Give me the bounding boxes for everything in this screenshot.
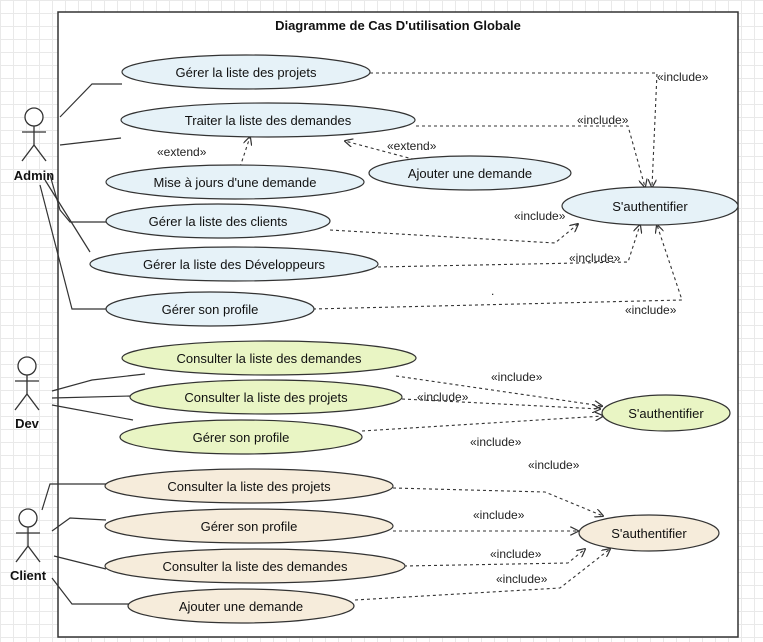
usecase-client-gerer-profile[interactable]: Gérer son profile <box>104 508 394 544</box>
svg-text:Traiter la liste des demandes: Traiter la liste des demandes <box>185 113 352 128</box>
svg-text:Gérer son profile: Gérer son profile <box>193 430 290 445</box>
actor-client[interactable] <box>15 508 41 563</box>
usecase-client-authentifier[interactable]: S'authentifier <box>578 514 720 552</box>
include-label: «include» <box>417 390 469 404</box>
usecase-dev-consulter-projets[interactable]: Consulter la liste des projets <box>129 379 403 415</box>
associations <box>39 83 146 605</box>
usecase-admin-gerer-clients[interactable]: Gérer la liste des clients <box>105 203 331 239</box>
svg-text:Consulter la liste des projet: Consulter la liste des projets <box>184 390 348 405</box>
actor-admin[interactable] <box>21 107 47 162</box>
usecase-dev-authentifier[interactable]: S'authentifier <box>601 394 731 432</box>
usecase-client-consulter-projets[interactable]: Consulter la liste des projets <box>104 468 394 504</box>
include-label: «include» <box>657 70 709 84</box>
svg-text:Consulter la liste des demand: Consulter la liste des demandes <box>163 559 348 574</box>
include-label: «include» <box>569 251 621 265</box>
usecase-admin-authentifier[interactable]: S'authentifier <box>561 186 739 226</box>
dependencies <box>239 72 683 601</box>
svg-text:S'authentifier: S'authentifier <box>612 199 688 214</box>
include-label: «include» <box>625 303 677 317</box>
diagram-title: Diagramme de Cas D'utilisation Globale <box>275 18 521 33</box>
usecase-client-ajouter-demande[interactable]: Ajouter une demande <box>127 588 355 624</box>
svg-text:Gérer la liste des projets: Gérer la liste des projets <box>176 65 317 80</box>
include-label: «include» <box>473 508 525 522</box>
include-label: «include» <box>514 209 566 223</box>
extend-label: «extend» <box>157 145 207 159</box>
usecase-admin-gerer-profile[interactable]: Gérer son profile <box>105 291 315 327</box>
usecase-dev-gerer-profile[interactable]: Gérer son profile <box>119 419 363 455</box>
include-label: «include» <box>577 113 629 127</box>
svg-text:Gérer la liste des Développeur: Gérer la liste des Développeurs <box>143 257 326 272</box>
usecase-client-consulter-demandes[interactable]: Consulter la liste des demandes <box>104 548 406 584</box>
include-label: «include» <box>496 572 548 586</box>
usecase-admin-mise-a-jour[interactable]: Mise à jours d'une demande <box>105 164 365 200</box>
actor-client-label: Client <box>10 568 47 583</box>
svg-text:Gérer la liste des clients: Gérer la liste des clients <box>149 214 288 229</box>
svg-text:Consulter la liste des projets: Consulter la liste des projets <box>167 479 331 494</box>
svg-text:Mise à jours d'une demande: Mise à jours d'une demande <box>154 175 317 190</box>
actor-dev-label: Dev <box>15 416 40 431</box>
svg-text:Gérer son profile: Gérer son profile <box>162 302 259 317</box>
svg-text:S'authentifier: S'authentifier <box>611 526 687 541</box>
svg-text:Ajouter une demande: Ajouter une demande <box>179 599 303 614</box>
usecase-dev-consulter-demandes[interactable]: Consulter la liste des demandes <box>121 340 417 376</box>
usecase-admin-gerer-projets[interactable]: Gérer la liste des projets <box>121 54 371 90</box>
usecase-admin-traiter-demandes[interactable]: Traiter la liste des demandes <box>120 102 416 138</box>
usecase-admin-ajouter-demande[interactable]: Ajouter une demande <box>368 155 572 191</box>
svg-text:S'authentifier: S'authentifier <box>628 406 704 421</box>
include-label: «include» <box>490 547 542 561</box>
include-label: «include» <box>491 370 543 384</box>
svg-text:Consulter la liste des demande: Consulter la liste des demandes <box>177 351 362 366</box>
actor-dev[interactable] <box>14 356 40 411</box>
usecase-admin-gerer-devs[interactable]: Gérer la liste des Développeurs <box>89 246 379 282</box>
actor-admin-label: Admin <box>14 168 55 183</box>
svg-text:Gérer son profile: Gérer son profile <box>201 519 298 534</box>
include-label: «include» <box>528 458 580 472</box>
stray-dot: . <box>491 284 494 298</box>
svg-text:Ajouter une demande: Ajouter une demande <box>408 166 532 181</box>
extend-label: «extend» <box>387 139 437 153</box>
include-label: «include» <box>470 435 522 449</box>
